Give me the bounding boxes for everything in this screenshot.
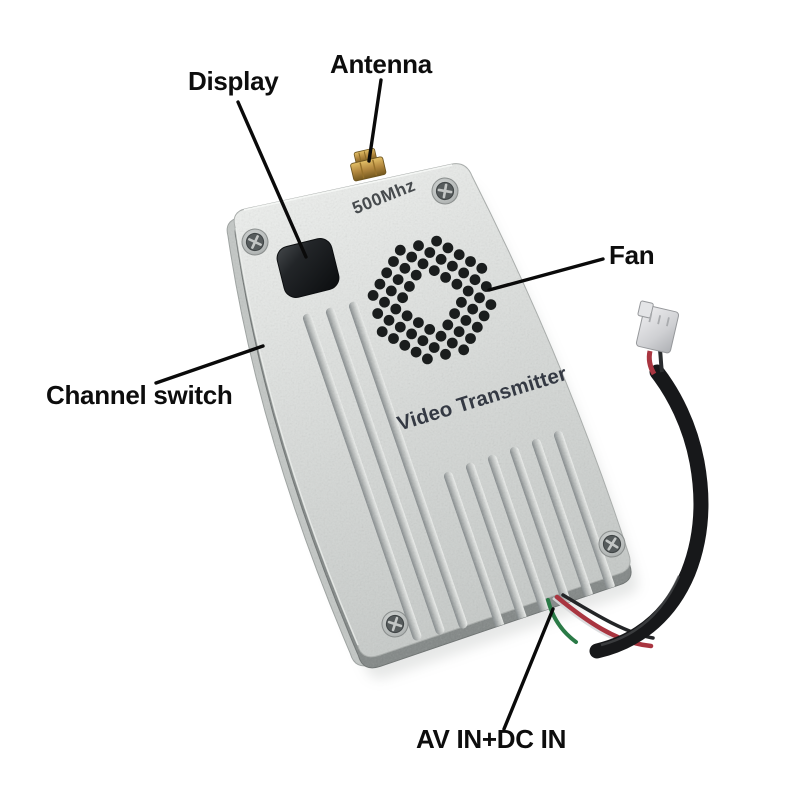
fan-vent-hole (440, 348, 451, 360)
fan-vent-hole (447, 260, 458, 272)
fan-vent-hole (417, 335, 429, 347)
wire-green (546, 598, 578, 644)
av-dc-cable (546, 300, 709, 659)
fan-vent-hole (458, 344, 470, 356)
display-window (276, 238, 340, 298)
antenna-connector (350, 148, 387, 182)
fan-vent-hole (410, 346, 422, 358)
cable-sleeve (589, 364, 709, 659)
fan-vent-hole (394, 321, 406, 333)
fan-vent-hole (406, 328, 417, 340)
antenna-nut-facets (359, 159, 378, 179)
fan-vent-hole (390, 303, 402, 315)
fan-vent-hole (474, 292, 485, 304)
fan-vent-hole (442, 242, 454, 254)
cable-connector (635, 300, 680, 354)
fan-vent-hole (410, 269, 422, 281)
fan-vent-hole (456, 296, 467, 308)
screw (241, 228, 269, 256)
fan-vent-hole (440, 272, 451, 283)
fan-vent-hole (476, 262, 488, 274)
fan-vent-hole (465, 256, 476, 267)
cable-sleeve-highlight (600, 575, 681, 647)
screw (431, 177, 459, 205)
callout-line-display (236, 100, 308, 259)
wire-red (554, 594, 654, 649)
fan-vent-hole (383, 314, 395, 326)
label-channel-switch: Channel switch (46, 380, 233, 410)
fan-vent-hole (446, 337, 458, 349)
fan-vent-hole (424, 324, 436, 335)
screw (598, 530, 626, 558)
fan-vent-hole (453, 249, 465, 261)
screw-cross-icon (387, 616, 403, 632)
callout-line-channel-switch (154, 344, 265, 385)
fan-vent-hole (460, 315, 472, 326)
fan-vent-hole (485, 299, 497, 310)
fan-vent-hole (465, 333, 476, 344)
fan-vent-hole (381, 267, 393, 279)
fan-vent-hole (469, 274, 481, 286)
fan-vent-hole (478, 310, 490, 322)
fan-vent-hole (372, 308, 384, 319)
fan-vent-hole (413, 317, 424, 328)
fan-vent-hole (385, 285, 397, 297)
label-av-in-dc-in: AV IN+DC IN (416, 724, 567, 754)
fan-vent-hole (397, 292, 408, 304)
fan-vent-hole (431, 235, 442, 247)
callout-lines (154, 78, 605, 731)
fan-vent-hole (394, 244, 406, 256)
screw-cross-icon (605, 537, 619, 551)
fan-vent-hole (417, 258, 429, 270)
fan-vent-hole (462, 285, 474, 297)
screw (381, 610, 409, 638)
connector-wire-black (658, 349, 664, 373)
connector-wire-red (646, 350, 657, 376)
callout-line-fan (487, 257, 605, 292)
fan-vent-hole (392, 274, 404, 285)
fan-vent-hole (406, 251, 418, 263)
fan-vent-hole (428, 265, 440, 276)
fan-vent-hole (399, 339, 411, 351)
screw-cross-icon (248, 235, 262, 249)
fan-vent-hole (374, 278, 386, 290)
callout-line-av-in-dc-in (502, 607, 555, 731)
fan-vent-hole (404, 281, 415, 292)
connector-latch (637, 300, 654, 319)
fan-vent-hole (413, 240, 424, 252)
fan-vent-hole (435, 330, 447, 342)
fan-vent-hole (467, 303, 479, 315)
fan-vent-hole (453, 326, 465, 338)
fan-vent-hole (401, 310, 413, 322)
label-fan: Fan (609, 240, 655, 270)
fan-vent-hole (367, 290, 379, 301)
callout-line-antenna (367, 78, 383, 163)
fan-grille (367, 235, 497, 365)
fan-vent-hole (424, 247, 436, 258)
fan-vent-hole (376, 326, 388, 338)
fan-vent-hole (388, 333, 399, 344)
label-antenna: Antenna (330, 49, 432, 79)
connector-slots (648, 313, 670, 327)
label-display: Display (188, 66, 279, 96)
left-edge-highlight (235, 227, 359, 646)
top-edge-highlight (243, 164, 453, 211)
wire-white (552, 597, 617, 642)
fan-vent-hole (442, 319, 454, 331)
screw-cross-icon (437, 183, 453, 199)
fan-vent-hole (379, 296, 390, 308)
fan-vent-hole (451, 278, 463, 290)
fan-vent-hole (435, 253, 447, 265)
fan-vent-hole (428, 342, 440, 353)
fan-vent-hole (449, 308, 460, 319)
antenna-nut (350, 156, 387, 182)
fan-vent-hole (471, 321, 483, 333)
fan-vent-hole (388, 256, 399, 267)
fan-vent-hole (399, 262, 411, 274)
fan-vent-hole (422, 353, 433, 365)
fan-vent-hole (458, 267, 470, 279)
